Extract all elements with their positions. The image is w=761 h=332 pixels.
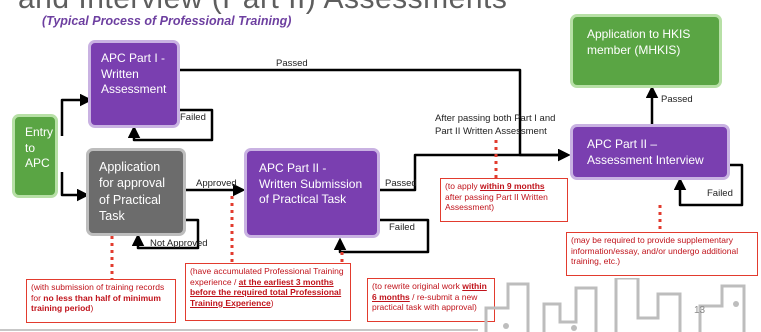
label-failed-part1: Failed	[180, 112, 206, 123]
loop-part2-failed	[333, 218, 430, 254]
page-subtitle: (Typical Process of Professional Trainin…	[42, 14, 292, 28]
label-passed-mid: Passed	[385, 178, 417, 189]
approval-label: Application for approval of Practical Ta…	[99, 160, 166, 223]
note-supplementary-info: (may be required to provide supplementar…	[566, 232, 758, 276]
page-title: and Interview (Part II) Assessments	[18, 0, 507, 16]
loop-part1-failed	[127, 108, 214, 142]
arrow-part2-passed	[380, 148, 571, 192]
note-rewrite-work: (to rewrite original work within 6 month…	[367, 278, 495, 322]
part2-interview-label: APC Part II – Assessment Interview	[587, 137, 704, 167]
hkis-application-box: Application to HKIS member (MHKIS)	[570, 14, 722, 88]
entry-to-apc-box: Entry to APC	[12, 114, 58, 198]
loop-not-approved	[131, 218, 200, 250]
apc-part2-written-box: APC Part II - Written Submission of Prac…	[244, 148, 380, 238]
label-approved: Approved	[196, 178, 237, 189]
note-apply-within: (to apply within 9 months after passing …	[440, 178, 568, 222]
arrow-entry-to-part1	[60, 93, 93, 136]
part2-written-label: APC Part II - Written Submission of Prac…	[259, 161, 363, 207]
apc-part1-box: APC Part I - Written Assessment	[88, 40, 180, 128]
part1-label: APC Part I - Written Assessment	[101, 51, 167, 97]
label-not-approved: Not Approved	[150, 238, 208, 249]
label-passed-right: Passed	[661, 94, 693, 105]
page-number: 13	[694, 305, 706, 316]
entry-label: Entry to APC	[25, 125, 54, 171]
loop-interview-failed	[673, 163, 744, 207]
arrow-entry-to-approval	[60, 172, 90, 202]
hkis-label: Application to HKIS member (MHKIS)	[587, 27, 691, 57]
approval-box: Application for approval of Practical Ta…	[86, 148, 186, 236]
label-failed-mid: Failed	[389, 222, 415, 233]
apc-part2-interview-box: APC Part II – Assessment Interview	[570, 124, 730, 180]
note-professional-experience: (have accumulated Professional Training …	[185, 263, 351, 321]
bottom-rule	[0, 329, 478, 331]
circuit-decoration	[484, 278, 746, 332]
label-failed-right: Failed	[707, 188, 733, 199]
label-passed-top: Passed	[276, 58, 308, 69]
label-after-passing: After passing both Part I and Part II Wr…	[435, 113, 556, 137]
note-training-records: (with submission of training records for…	[26, 279, 176, 323]
